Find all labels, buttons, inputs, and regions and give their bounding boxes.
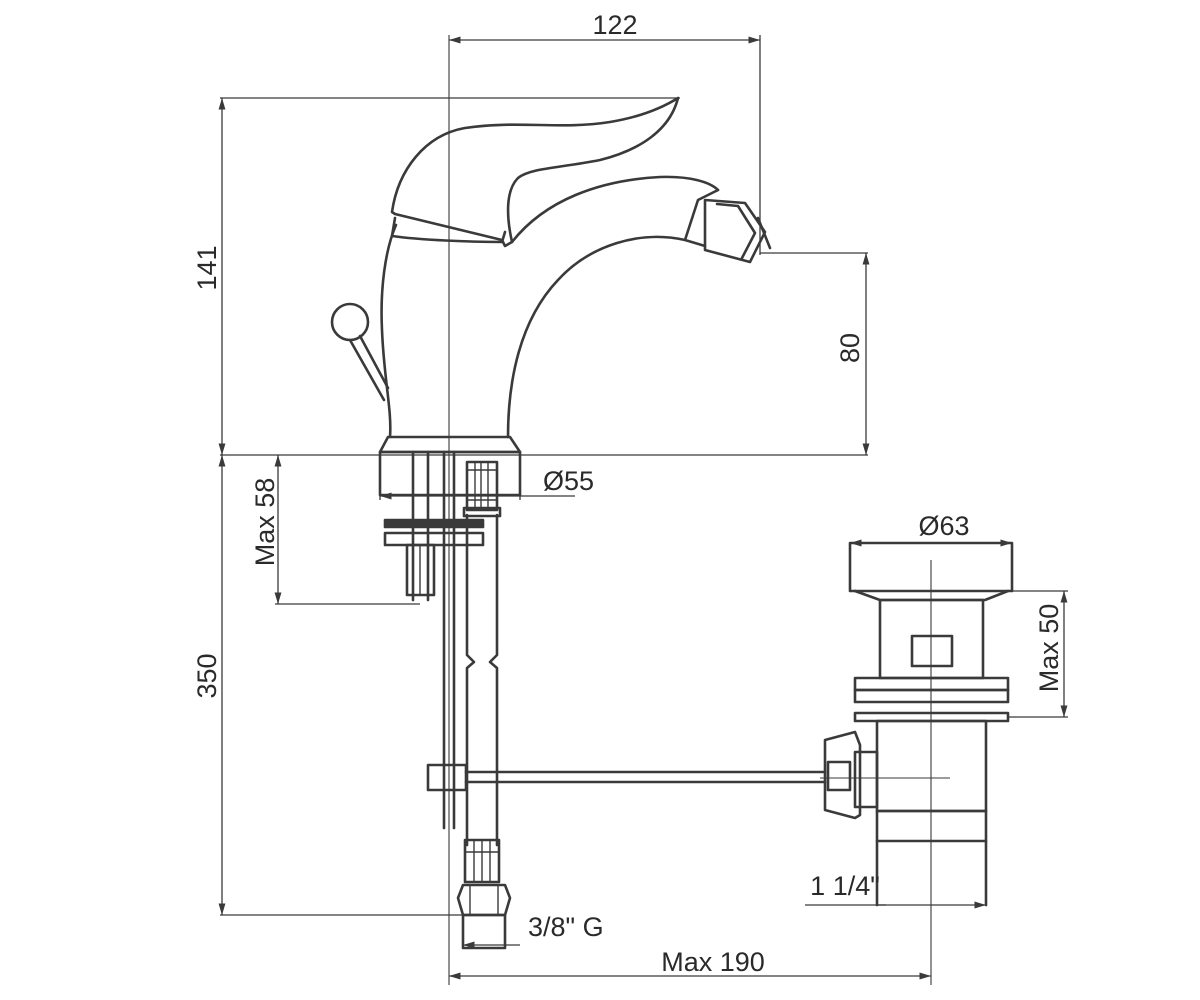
dim-width: 122 (592, 10, 637, 40)
body-left-contour (380, 223, 398, 439)
dim-base-diameter: Ø55 (543, 466, 594, 496)
aerator (683, 188, 772, 264)
dimension-labels: 122 141 80 Ø55 Max 58 350 Ø63 Max 50 1 1… (192, 10, 1064, 977)
dim-max-190: Max 190 (661, 947, 765, 977)
popup-waste (823, 541, 1014, 907)
lever-handle (390, 96, 680, 248)
dim-height: 141 (192, 245, 222, 290)
dim-supply-350: 350 (192, 653, 222, 698)
dim-waste-diameter: Ø63 (918, 511, 969, 541)
mounting-assembly (378, 450, 827, 950)
axis-lines (448, 35, 950, 985)
dim-waste-thread: 1 1/4" (810, 871, 880, 901)
dimension-lines (218, 35, 1068, 980)
dim-max-58: Max 58 (250, 478, 280, 567)
dim-supply-thread: 3/8" G (528, 912, 604, 942)
body-right-contour (506, 235, 687, 439)
dim-max-50: Max 50 (1034, 604, 1064, 693)
mixer-body (330, 96, 772, 454)
dim-spout-height: 80 (835, 333, 865, 363)
spout-top (510, 175, 720, 244)
base-ring (378, 435, 522, 454)
cartridge-cap (390, 216, 507, 244)
popup-knob (330, 302, 370, 342)
supply-hose (465, 513, 476, 847)
popup-rod (348, 334, 390, 402)
